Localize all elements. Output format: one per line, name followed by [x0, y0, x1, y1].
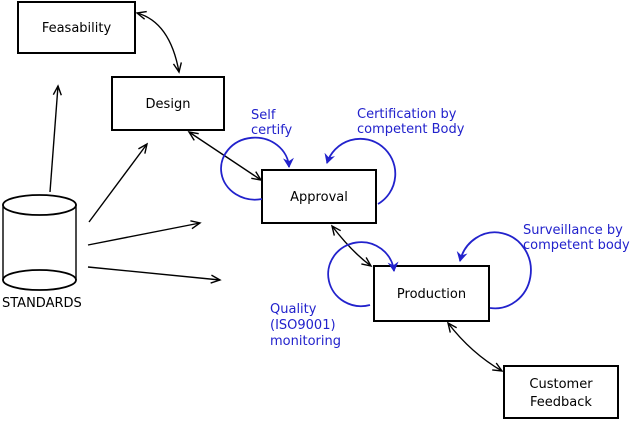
annotation-certification: Certification by competent Body — [357, 107, 465, 137]
standards-label: STANDARDS — [2, 296, 82, 311]
customer-feedback-label-line2: Feedback — [530, 395, 592, 410]
node-customer-feedback: Customer Feedback — [503, 365, 619, 419]
customer-feedback-label-line1: Customer — [529, 377, 593, 392]
arrow-design-approval — [187, 131, 263, 181]
customer-feedback-box — [503, 365, 619, 419]
cylinder-top-ellipse — [2, 194, 77, 216]
quality-label-line3: monitoring — [270, 334, 341, 349]
node-feasability: Feasability — [17, 1, 136, 54]
approval-box — [261, 169, 377, 224]
approval-label: Approval — [290, 190, 348, 205]
surveillance-label-line2: competent body — [523, 238, 630, 253]
arrow-standards-to-approval — [87, 220, 202, 246]
self-certify-label-line1: Self — [251, 108, 276, 123]
quality-label-line2: (ISO9001) — [270, 318, 336, 333]
production-label: Production — [397, 287, 466, 302]
arrow-standards-to-design — [88, 142, 149, 223]
quality-label-line1: Quality — [270, 302, 317, 317]
cylinder-sides — [2, 205, 77, 280]
design-box — [111, 76, 225, 131]
annotation-quality-monitoring: Quality (ISO9001) monitoring — [270, 302, 341, 349]
arrow-production-feedback — [446, 321, 504, 372]
annotation-self-certify: Self certify — [251, 108, 293, 138]
node-approval: Approval — [261, 169, 377, 224]
node-design: Design — [111, 76, 225, 131]
surveillance-label-line1: Surveillance by — [523, 223, 623, 238]
certification-loop — [324, 137, 397, 205]
arrow-feasability-design — [135, 10, 183, 74]
cylinder-bottom-ellipse — [2, 269, 77, 291]
production-box — [373, 265, 490, 322]
self-certify-label-line2: certify — [251, 123, 293, 138]
self-certify-loop — [220, 136, 294, 201]
arrow-standards-to-feasability — [49, 84, 62, 193]
feasability-label: Feasability — [42, 21, 112, 36]
certification-label-line2: competent Body — [357, 122, 465, 137]
feasability-box — [17, 1, 136, 54]
design-label: Design — [146, 97, 191, 112]
certification-label-line1: Certification by — [357, 107, 457, 122]
standards-cylinder: STANDARDS — [2, 194, 82, 311]
arrow-approval-production — [330, 224, 373, 268]
annotation-surveillance: Surveillance by competent body — [523, 223, 630, 253]
quality-monitoring-loop — [327, 241, 399, 308]
node-production: Production — [373, 265, 490, 322]
surveillance-loop — [456, 231, 532, 310]
arrow-standards-to-production — [87, 266, 222, 284]
